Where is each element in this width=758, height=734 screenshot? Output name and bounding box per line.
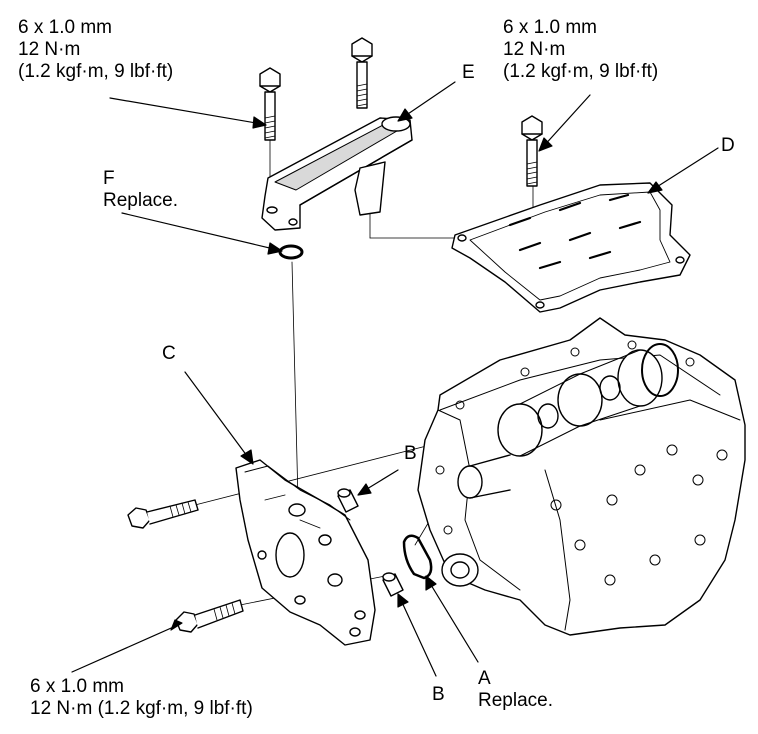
spec-top-left-line2: 12 N·m	[18, 39, 81, 60]
block-bolt-holes	[435, 340, 728, 586]
engine-block	[417, 317, 746, 636]
crankshaft	[457, 343, 679, 499]
callout-e-label: E	[462, 62, 475, 83]
part-e-strainer	[261, 116, 413, 231]
callout-b-lower-label: B	[432, 684, 445, 705]
callout-c-label: C	[162, 343, 176, 364]
part-b-dowel-upper	[337, 488, 359, 513]
callout-f-note: Replace.	[103, 190, 178, 211]
spec-top-right-line3: (1.2 kgf·m, 9 lbf·ft)	[503, 61, 659, 82]
part-f-o-ring	[278, 244, 304, 260]
callout-f: F Replace.	[103, 168, 178, 212]
part-a-gasket	[402, 534, 433, 580]
spec-top-right-line2: 12 N·m	[503, 39, 566, 60]
bolt-side-upper	[127, 499, 199, 529]
callout-a: A Replace.	[478, 668, 553, 712]
callout-a-letter: A	[478, 668, 491, 689]
part-d-baffle-plate	[451, 182, 691, 313]
callout-f-letter: F	[103, 168, 115, 189]
spec-bottom-left-line2: 12 N·m (1.2 kgf·m, 9 lbf·ft)	[30, 698, 253, 719]
spec-top-left: 6 x 1.0 mm 12 N·m (1.2 kgf·m, 9 lbf·ft)	[18, 17, 173, 83]
callout-b-upper-label: B	[404, 443, 417, 464]
spec-top-right: 6 x 1.0 mm 12 N·m (1.2 kgf·m, 9 lbf·ft)	[503, 17, 658, 83]
spec-bottom-left: 6 x 1.0 mm 12 N·m (1.2 kgf·m, 9 lbf·ft)	[30, 676, 253, 720]
bolt-top-left	[259, 67, 281, 141]
bolt-top-middle	[351, 37, 373, 109]
spec-bottom-left-line1: 6 x 1.0 mm	[30, 676, 124, 697]
part-b-dowel-lower	[382, 572, 404, 597]
spec-top-right-line1: 6 x 1.0 mm	[503, 17, 597, 38]
part-c-oil-pump	[235, 459, 376, 646]
bolt-top-right	[521, 115, 543, 187]
callout-arrows	[71, 81, 719, 677]
bolt-side-lower	[175, 599, 244, 633]
pump-boss	[441, 553, 479, 587]
spec-top-left-line3: (1.2 kgf·m, 9 lbf·ft)	[18, 61, 174, 82]
callout-d-label: D	[721, 135, 735, 156]
callout-a-note: Replace.	[478, 690, 553, 711]
spec-top-left-line1: 6 x 1.0 mm	[18, 17, 112, 38]
